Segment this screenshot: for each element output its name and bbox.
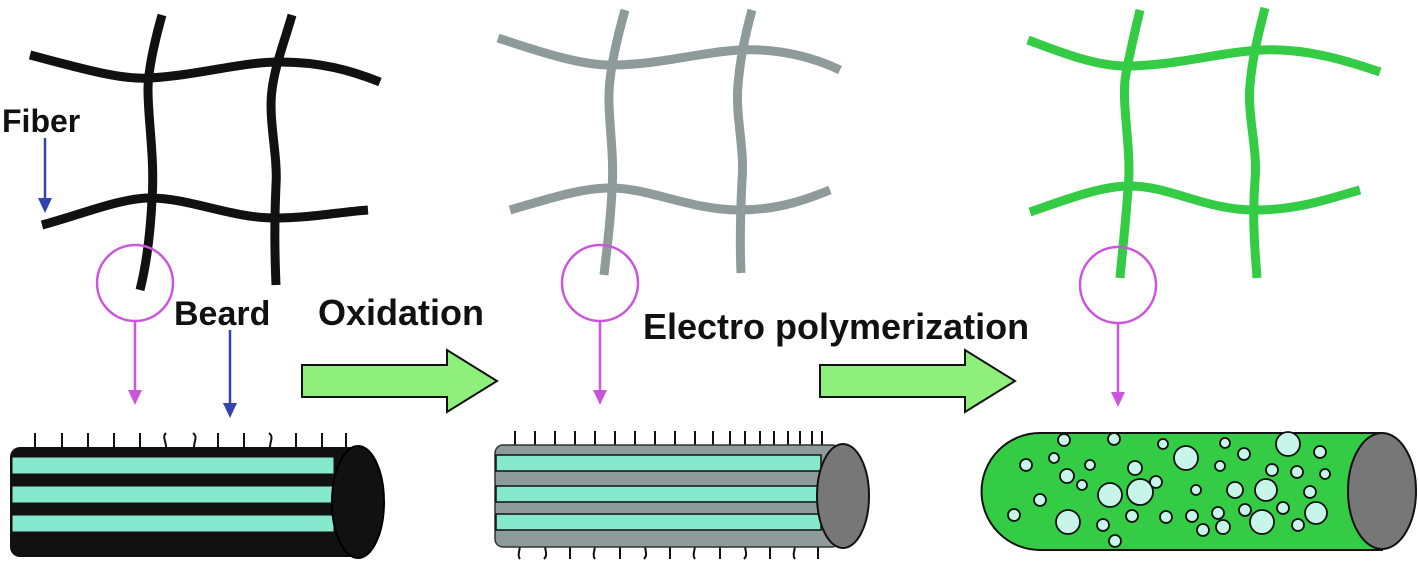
raw-fiber-horizontal-bottom <box>40 193 369 230</box>
oxidized-fiber-mesh <box>496 8 842 276</box>
magnifier-circle-icon <box>560 243 640 323</box>
polymerized-fiber-end-cap <box>1347 432 1417 550</box>
polymerized-fiber-horizontal-bottom <box>1028 181 1362 217</box>
raw-fiber-vertical-left <box>135 13 167 292</box>
polymerized-fiber-body <box>980 432 1383 551</box>
magnifier-circle-icon <box>95 243 175 323</box>
polymerized-fiber-vertical-left <box>1115 8 1145 279</box>
raw-fiber-beards <box>34 432 347 448</box>
oxidation-label: Oxidation <box>318 292 484 333</box>
polymerized-fiber-mesh <box>1026 6 1382 279</box>
electro-polymerization-label: Electro polymerization <box>643 306 1029 347</box>
raw-fiber-end-cap <box>331 445 385 559</box>
magnifier-stage-1 <box>95 243 175 405</box>
raw-fiber-mesh <box>28 13 382 292</box>
polymerized-fiber-vertical-right <box>1244 6 1270 279</box>
polymer-bubbles <box>1007 431 1331 548</box>
polymerized-fiber-horizontal-top <box>1026 35 1382 77</box>
raw-fiber-stripe <box>11 485 335 504</box>
oxidation-process-arrow-icon <box>301 348 499 414</box>
oxidized-fiber-cylinder <box>494 431 870 560</box>
oxidized-fiber-stripe <box>495 485 822 503</box>
oxidized-fiber-beards-top <box>514 431 823 445</box>
raw-fiber-cylinder <box>10 432 385 559</box>
magnifier-stage-2 <box>560 243 640 405</box>
beard-label: Beard <box>174 295 270 333</box>
oxidized-fiber-stripe <box>495 454 822 472</box>
oxidized-fiber-vertical-left <box>599 8 630 276</box>
polymerized-fiber-cylinder <box>980 431 1417 551</box>
fiber-pointer-arrow <box>38 138 52 213</box>
raw-fiber-stripe <box>11 456 335 475</box>
oxidized-fiber-vertical-right <box>732 8 757 274</box>
fiber-label: Fiber <box>2 103 80 139</box>
beard-pointer-arrow <box>223 330 237 418</box>
oxidized-fiber-horizontal-top <box>496 33 842 75</box>
raw-fiber-vertical-right <box>266 13 297 286</box>
electro-polymerization-process-arrow-icon <box>819 348 1017 414</box>
magnifier-stage-3 <box>1078 245 1158 407</box>
raw-fiber-stripe <box>11 514 335 533</box>
oxidized-fiber-end-cap <box>816 443 870 549</box>
oxidized-fiber-stripe <box>495 513 822 531</box>
oxidized-fiber-horizontal-bottom <box>508 183 832 215</box>
raw-fiber-horizontal-top <box>28 50 382 87</box>
